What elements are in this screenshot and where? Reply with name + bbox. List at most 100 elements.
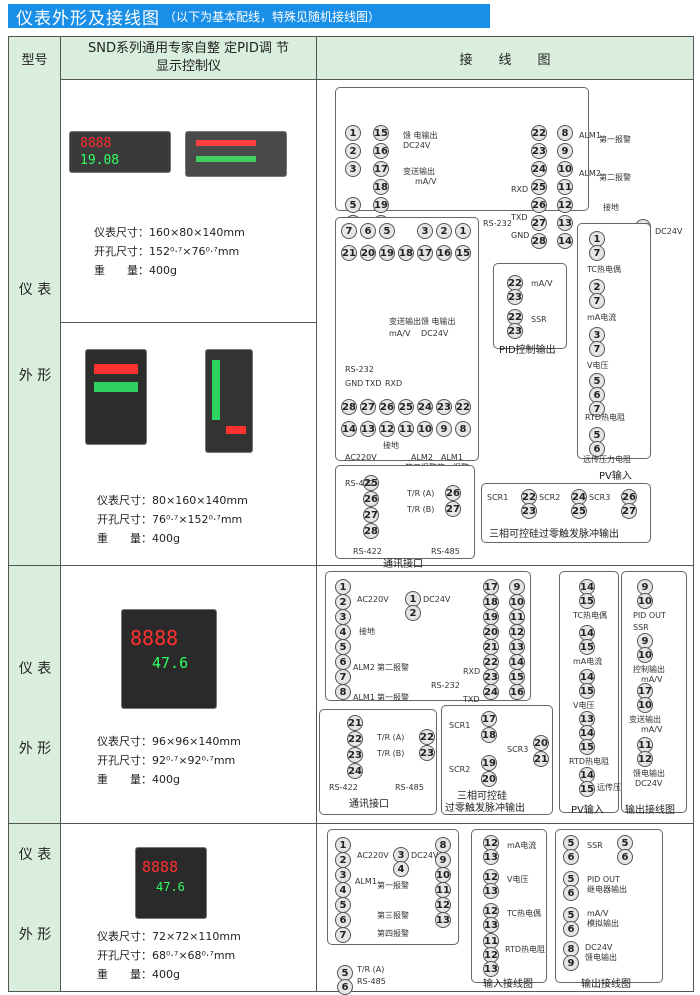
terminal: 14 [341,421,357,437]
terminal: 14 [509,654,525,670]
wiring-label: V电压 [573,701,595,710]
side-cell-2: 仪 表 外 形 [9,566,61,823]
terminal: 3 [417,223,433,239]
terminal: 5 [335,897,351,913]
wiring-label: RS-232 [345,365,374,374]
wiring-label: mA/V [415,177,437,186]
wiring-label: 馈电输出 [633,769,665,778]
terminal: 4 [393,861,409,877]
terminal: 7 [589,293,605,309]
terminal: 19 [379,245,395,261]
device-photo-horizontal: 8888 19.08 [69,131,171,173]
wiring-label: TXD [511,213,528,222]
terminal: 21 [347,715,363,731]
terminal: 15 [579,739,595,755]
terminal: 8 [335,684,351,700]
terminal: 21 [533,751,549,767]
terminal: 27 [363,507,379,523]
terminal: 25 [531,179,547,195]
wiring-label: SSR [531,315,547,324]
wiring-label: 通讯接口 [383,559,423,570]
terminal: 11 [435,882,451,898]
wiring-label: RXD [511,185,529,194]
terminal: 1 [345,125,361,141]
wiring-label: 第一报警 [599,135,631,144]
terminal: 28 [531,233,547,249]
terminal: 23 [521,503,537,519]
terminal: 11 [509,609,525,625]
pid-output-panel [493,263,567,349]
terminal: 9 [637,579,653,595]
wiring-label: TC热电偶 [587,265,622,274]
wiring-label: 远传压力电阻 [583,455,631,464]
wiring-label: 通讯接口 [349,799,389,810]
wiring-label: SCR2 [449,765,471,774]
wiring-label: RS-422 [329,783,358,792]
terminal: 2 [335,594,351,610]
terminal: 6 [360,223,376,239]
terminal: 15 [579,639,595,655]
wiring-label: 输出接线图 [625,805,675,816]
terminal: 3 [335,609,351,625]
wiring-label: mA电流 [587,313,617,322]
wiring-label: TC热电偶 [507,909,542,918]
side-label: 仪 表 [18,282,52,298]
terminal: 15 [579,781,595,797]
terminal: 24 [483,684,499,700]
terminal: 10 [637,593,653,609]
terminal: 14 [557,233,573,249]
terminal: 12 [379,421,395,437]
wiring-label: DC24V [635,779,663,788]
terminal: 19 [373,197,389,213]
terminal: 23 [483,669,499,685]
side-label: 外 形 [18,741,52,757]
wiring-label: RXD [385,379,403,388]
wiring-label: mA/V [389,329,411,338]
terminal: 18 [373,179,389,195]
row-divider [9,823,693,824]
terminal: 16 [509,684,525,700]
terminal: 21 [483,639,499,655]
wiring-label: 馈 电输出 [403,131,438,140]
terminal: 15 [579,593,595,609]
wiring-label: DC24V [421,329,449,338]
wiring-label: AC220V [357,851,389,860]
terminal: 23 [507,323,523,339]
terminal: 6 [617,849,633,865]
header-model: 型号 [9,37,61,79]
wiring-label: PID OUT [587,875,620,884]
side-label: 外 形 [18,927,52,943]
wiring-label: SSR [633,623,649,632]
terminal: 4 [335,882,351,898]
wiring-label: RS-232 [431,681,460,690]
wiring-label: GND [345,379,364,388]
wiring-label: 馈 电输出 [421,317,456,326]
terminal: 10 [637,647,653,663]
terminal: 17 [483,579,499,595]
terminal: 27 [531,215,547,231]
wiring-label: ALM1 [579,131,601,140]
wiring-label: TXD [365,379,382,388]
wiring-label: 模拟输出 [587,919,619,928]
output-panel-2 [621,571,687,813]
wiring-label: 变送输出 [403,167,435,176]
terminal: 13 [483,917,499,933]
wiring-label: T/R (A) [357,965,385,974]
terminal: 23 [419,745,435,761]
wiring-label: AC220V [357,595,389,604]
row-divider [9,565,693,566]
wiring-label: TC热电偶 [573,611,608,620]
wiring-label: ALM1 [353,693,375,702]
terminal: 13 [483,883,499,899]
wiring-label: 接地 [603,203,619,212]
terminal: 6 [335,912,351,928]
device-photo-vertical [85,349,147,445]
terminal: 28 [363,523,379,539]
terminal: 10 [435,867,451,883]
terminal: 13 [483,961,499,977]
side-cell-3: 仪 表 外 形 [9,824,61,991]
terminal: 3 [589,327,605,343]
terminal: 12 [509,624,525,640]
wiring-label: SCR3 [589,493,611,502]
terminal: 9 [436,421,452,437]
